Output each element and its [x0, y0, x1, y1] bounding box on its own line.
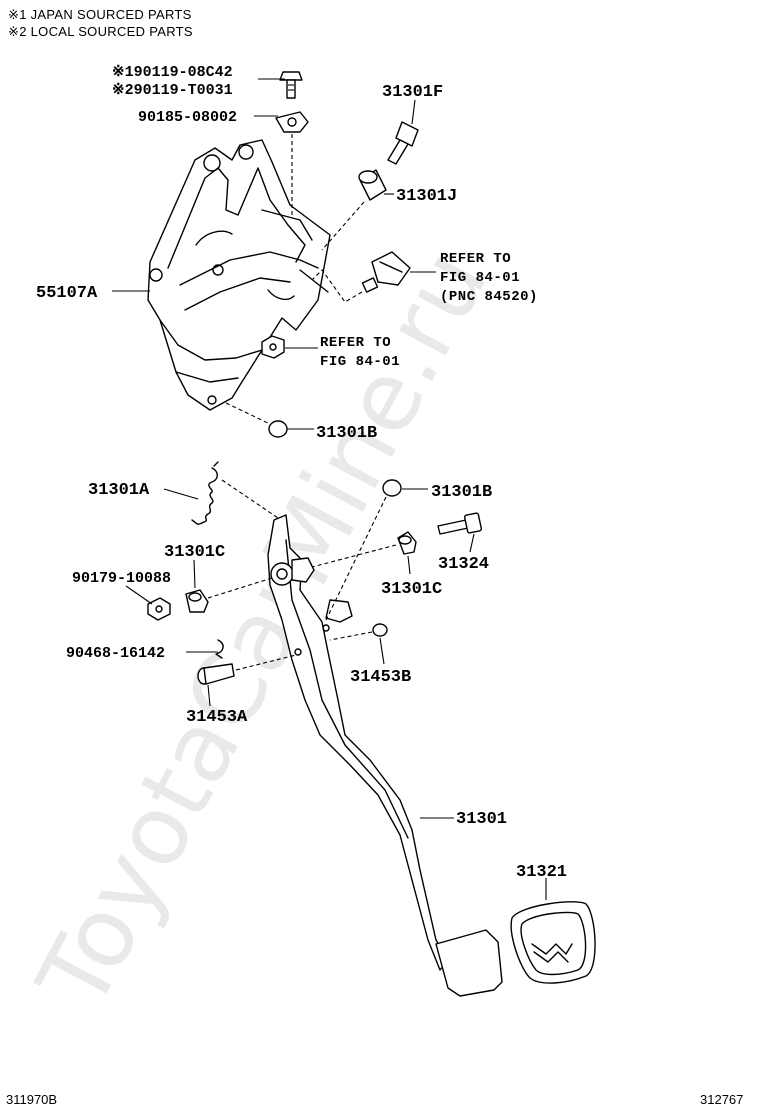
refer-to-1-line2: FIG 84-01 [440, 270, 520, 286]
pin-31453a-drawing [197, 663, 235, 685]
label-31301f: 31301F [382, 83, 443, 102]
refer-to-1-line1: REFER TO [440, 251, 511, 267]
bolt-31324-drawing [437, 512, 483, 535]
clip-90468-drawing [215, 639, 224, 659]
note-japan-sourced: ※1 JAPAN SOURCED PARTS [8, 7, 192, 22]
label-90119-t0031: ※290119-T0031 [112, 82, 233, 99]
label-31301c-left: 31301C [164, 543, 225, 562]
label-31301b-top: 31301B [316, 424, 377, 443]
bushing-31453b-drawing [372, 623, 388, 637]
stop-light-switch-drawing [361, 251, 411, 293]
spring-31301a-drawing [191, 461, 219, 525]
collar-31301c-left-drawing [185, 589, 209, 613]
refer-to-2-line1: REFER TO [320, 335, 391, 351]
label-31301b-mid: 31301B [431, 483, 492, 502]
footer-left-code: 311970B [6, 1092, 57, 1107]
label-31453b: 31453B [350, 668, 411, 687]
bolt-90119-drawing [279, 71, 303, 99]
nut-90185-drawing [275, 111, 309, 133]
bracket-55107a-drawing [147, 139, 331, 411]
label-31301a: 31301A [88, 481, 150, 500]
label-31301j: 31301J [396, 187, 457, 206]
bushing-31301j-drawing [358, 169, 387, 201]
bolt-31301f-drawing [387, 121, 419, 165]
pedal-pad-drawing [435, 929, 503, 997]
nut-90179-drawing [147, 597, 171, 621]
label-31301: 31301 [456, 810, 507, 829]
label-31301c-right: 31301C [381, 580, 442, 599]
label-31453a: 31453A [186, 708, 248, 727]
pedal-pad-31321-drawing [510, 901, 596, 984]
footer-right-code: 312767 [700, 1092, 743, 1107]
label-90185-08002: 90185-08002 [138, 109, 237, 126]
nut-refer-drawing [261, 335, 285, 359]
cushion-31301b-top-drawing [268, 420, 288, 438]
note-local-sourced: ※2 LOCAL SOURCED PARTS [8, 24, 193, 39]
collar-31301c-right-drawing [397, 531, 417, 555]
cushion-31301b-mid-drawing [382, 479, 402, 497]
label-90119-08c42: ※190119-08C42 [112, 64, 233, 81]
label-90468-16142: 90468-16142 [66, 645, 165, 662]
refer-to-1-line3: (PNC 84520) [440, 289, 538, 305]
refer-to-2-line2: FIG 84-01 [320, 354, 400, 370]
label-31321: 31321 [516, 863, 567, 882]
label-90179-10088: 90179-10088 [72, 570, 171, 587]
label-55107a: 55107A [36, 284, 98, 303]
label-31324: 31324 [438, 555, 489, 574]
